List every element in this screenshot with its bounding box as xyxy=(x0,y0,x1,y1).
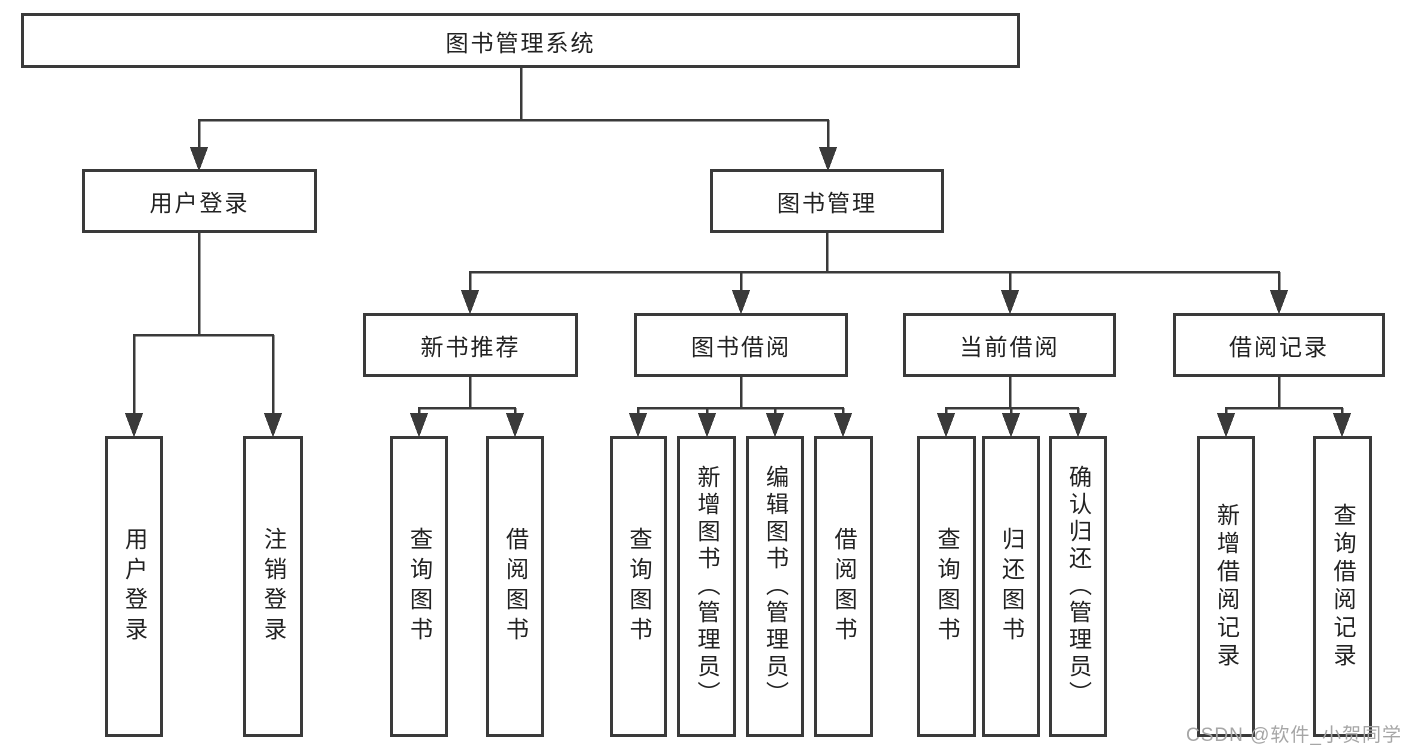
leaf-query-book-borrow: 查询图书 xyxy=(610,436,667,737)
csdn-watermark: CSDN @软件_小贺同学 xyxy=(1186,725,1402,746)
node-library-system: 图书管理系统 xyxy=(21,13,1020,68)
leaf-edit-book-admin: 编辑图书（管理员） xyxy=(746,436,804,737)
leaf-query-book-current: 查询图书 xyxy=(917,436,976,737)
leaf-query-book-recommend: 查询图书 xyxy=(390,436,448,737)
node-book-management: 图书管理 xyxy=(710,169,944,233)
node-borrow-records: 借阅记录 xyxy=(1173,313,1385,377)
node-current-borrow: 当前借阅 xyxy=(903,313,1116,377)
node-user-login: 用户登录 xyxy=(82,169,317,233)
leaf-query-borrow-record: 查询借阅记录 xyxy=(1313,436,1372,737)
leaf-borrow-book: 借阅图书 xyxy=(814,436,873,737)
leaf-add-book-admin: 新增图书（管理员） xyxy=(677,436,736,737)
leaf-return-book: 归还图书 xyxy=(982,436,1040,737)
leaf-logout: 注销登录 xyxy=(243,436,303,737)
leaf-borrow-book-recommend: 借阅图书 xyxy=(486,436,544,737)
leaf-user-login: 用户登录 xyxy=(105,436,163,737)
leaf-confirm-return-admin: 确认归还（管理员） xyxy=(1049,436,1107,737)
leaf-add-borrow-record: 新增借阅记录 xyxy=(1197,436,1255,737)
node-book-borrow: 图书借阅 xyxy=(634,313,848,377)
node-new-book-recommend: 新书推荐 xyxy=(363,313,578,377)
